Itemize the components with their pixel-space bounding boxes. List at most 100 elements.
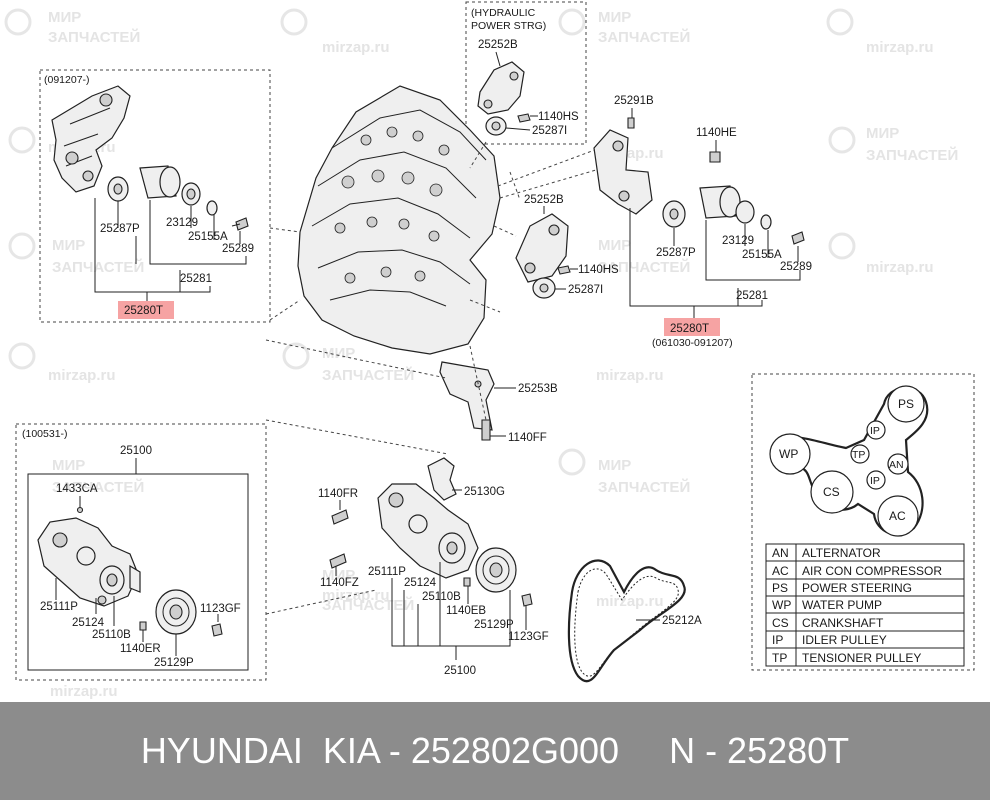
label-25287p-right: 25287P: [656, 247, 696, 259]
legend-desc: POWER STEERING: [802, 581, 912, 595]
legend-code: PS: [772, 581, 788, 595]
label-25280t[interactable]: 25280T: [124, 305, 163, 317]
watermark-16: mirzap.ru: [322, 587, 390, 604]
watermark-1: МИР ЗАПЧАСТЕЙ: [4, 8, 140, 46]
watermark-13: mirzap.ru: [596, 367, 664, 384]
label-1140hs: 1140HS: [538, 111, 579, 123]
part-number-footer: HYUNDAI KIA - 252802G000 N - 25280T: [0, 702, 990, 800]
watermark-18: mirzap.ru: [596, 593, 664, 610]
svg-text:МИР: МИР: [866, 125, 899, 142]
label-25280t-right[interactable]: 25280T: [670, 323, 709, 335]
label-25124-bm: 25124: [404, 577, 437, 589]
label-25100-bm: 25100: [444, 665, 476, 677]
legend-desc: WATER PUMP: [802, 598, 882, 612]
pulley-25155a-right: [735, 200, 755, 224]
svg-text:ЗАПЧАСТЕЙ: ЗАПЧАСТЕЙ: [598, 258, 690, 276]
pulley-label-wp: WP: [779, 447, 798, 461]
watermark-14: МИР ЗАПЧАСТЕЙ: [52, 457, 144, 496]
svg-text:ЗАПЧАСТЕЙ: ЗАПЧАСТЕЙ: [322, 366, 414, 384]
svg-text:mirzap.ru: mirzap.ru: [596, 593, 664, 610]
label-25281-right: 25281: [736, 290, 768, 302]
label-1140eb: 1140EB: [446, 605, 486, 617]
watermark-7: МИР ЗАПЧАСТЕЙ: [828, 125, 958, 164]
belt-25212a: [567, 559, 686, 683]
watermark-19: mirzap.ru: [50, 683, 118, 700]
parts-diagram: МИР ЗАПЧАСТЕЙ mirzap.ru МИР ЗАПЧАСТЕЙ mi…: [4, 1, 975, 700]
watermark-11: mirzap.ru: [8, 342, 116, 384]
highlight-25280t-right: [664, 318, 720, 336]
bolt-1140eb: [463, 577, 471, 587]
group-tensioner-061030: 25291B 1140HE 25287P 23129 25155A 25289 …: [593, 95, 812, 349]
svg-text:mirzap.ru: mirzap.ru: [322, 587, 390, 604]
bracket-25253b: [439, 361, 495, 431]
legend-desc: IDLER PULLEY: [802, 633, 887, 647]
hps-title-1: (HYDRAULIC: [471, 7, 536, 19]
label-25253b: 25253B: [518, 383, 558, 395]
bolt-1123gf-bl: [211, 623, 223, 637]
pulley-label-an: AN: [889, 459, 904, 471]
label-1433ca: 1433CA: [56, 483, 98, 495]
date-range: (091207-): [44, 74, 90, 86]
group-hydraulic-power-strg: (HYDRAULIC POWER STRG) 25252B 1140HS 252…: [465, 1, 587, 145]
watermark-12: МИР ЗАПЧАСТЕЙ: [282, 342, 414, 384]
svg-text:МИР: МИР: [598, 9, 631, 26]
legend-code: AN: [772, 546, 789, 560]
group-water-pump-100531: (100531-) 25100 1433CA 25111P 25124 2511…: [15, 423, 267, 681]
footer-part-number-text: HYUNDAI KIA - 252802G000 N - 25280T: [140, 730, 850, 771]
svg-text:МИР: МИР: [48, 9, 81, 26]
label-25291b: 25291B: [614, 95, 654, 107]
svg-text:mirzap.ru: mirzap.ru: [322, 39, 390, 56]
watermark-10: mirzap.ru: [828, 232, 934, 276]
label-1123gf-bm: 1123GF: [508, 631, 549, 643]
watermark-17: МИР ЗАПЧАСТЕЙ: [322, 567, 414, 614]
watermark-2: mirzap.ru: [280, 8, 390, 56]
svg-text:ЗАПЧАСТЕЙ: ЗАПЧАСТЕЙ: [598, 28, 690, 46]
label-25281: 25281: [180, 273, 212, 285]
pulley-label-ip-1: IP: [870, 425, 880, 437]
tensioner-bracket: [51, 85, 131, 193]
pulley-label-ac: AC: [889, 509, 906, 523]
label-1140ff: 1140FF: [508, 432, 547, 444]
group-tensioner-091207: (091207-) 25287P 23129 25155A 25289 2528: [39, 69, 271, 323]
svg-text:МИР: МИР: [598, 237, 631, 254]
svg-text:ЗАПЧАСТЕЙ: ЗАПЧАСТЕЙ: [52, 478, 144, 496]
label-25130g: 25130G: [464, 486, 505, 498]
group-box: [465, 1, 587, 145]
legend-code: WP: [772, 598, 791, 612]
bolt-1123gf-bm: [521, 593, 533, 607]
svg-text:МИР: МИР: [52, 457, 85, 474]
label-25100-bl: 25100: [120, 445, 152, 457]
svg-text:ЗАПЧАСТЕЙ: ЗАПЧАСТЕЙ: [598, 478, 690, 496]
pulley-label-ps: PS: [898, 397, 914, 411]
washer-25155a: [206, 200, 218, 216]
legend-table: AN ALTERNATOR AC AIR CON COMPRESSOR PS P…: [765, 543, 965, 667]
bolt-1140ff: [481, 419, 491, 441]
svg-text:mirzap.ru: mirzap.ru: [48, 367, 116, 384]
bolt-1140fz: [329, 553, 347, 569]
label-25252b: 25252B: [478, 39, 518, 51]
label-25289-right: 25289: [780, 261, 812, 273]
date-range-right: (061030-091207): [652, 337, 733, 349]
bolt-1140he: [709, 151, 721, 163]
label-1140fr: 1140FR: [318, 488, 358, 500]
legend-desc: ALTERNATOR: [802, 546, 881, 560]
date-range-bl: (100531-): [22, 428, 68, 440]
washer-25155a-right: [760, 214, 772, 230]
legend-desc: CRANKSHAFT: [802, 616, 884, 630]
pulley-label-cs: CS: [823, 485, 840, 499]
watermark-15: МИР ЗАПЧАСТЕЙ: [558, 448, 690, 496]
svg-text:mirzap.ru: mirzap.ru: [50, 683, 118, 700]
group-box: [39, 69, 271, 323]
bolt-1140er: [139, 621, 147, 631]
tensioner-bracket-right: [593, 129, 653, 215]
label-25155a: 25155A: [188, 231, 228, 243]
svg-text:МИР: МИР: [598, 457, 631, 474]
gasket-25130g: [427, 457, 457, 501]
highlight-25280t: [118, 301, 174, 319]
watermark-3: МИР ЗАПЧАСТЕЙ: [558, 8, 690, 46]
engine-block: 25252B 1140HS 25287I 25253B 1140FF: [265, 85, 619, 615]
label-25110b-bm: 25110B: [422, 591, 461, 603]
label-25287i: 25287I: [532, 125, 567, 137]
legend-code: AC: [772, 564, 789, 578]
label-1140he: 1140HE: [696, 127, 737, 139]
